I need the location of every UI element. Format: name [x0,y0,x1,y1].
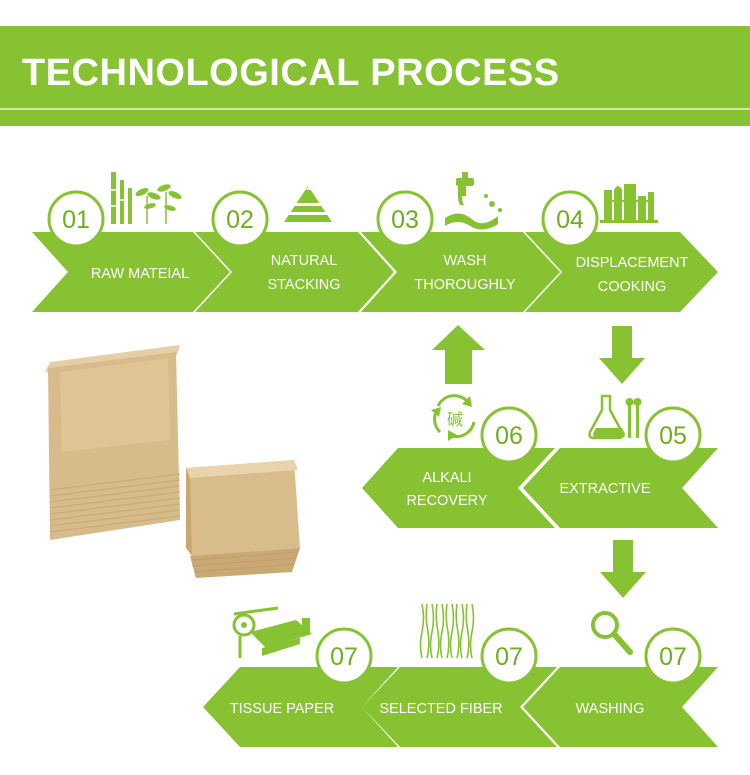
step-03-label-line2: THOROUGHLY [414,277,516,293]
step-01-number: 01 [62,206,90,234]
fiber-icon [419,603,475,659]
step-01-chevron [32,232,230,312]
step-07-tissue-number: 07 [330,643,358,671]
step-06-number-badge: 06 [480,406,538,464]
step-04-label-line1: DISPLACEMENT [576,255,689,271]
step-04-label-line2: COOKING [598,279,666,295]
step-07-washing-label: WASHING [576,701,645,717]
header-divider [0,108,750,110]
factory-icon [600,184,658,223]
stacking-icon [283,186,333,222]
step-02-label-line1: NATURAL [271,253,338,269]
step-07-fiber-chevron [362,667,557,747]
step-06-label-line2: RECOVERY [406,493,487,509]
step-04-number: 04 [556,206,584,234]
bamboo-icon [110,172,182,224]
alkali-char: 碱 [447,410,463,429]
step-02-label-line2: STACKING [267,277,340,293]
step-07-washing-chevron [523,667,718,747]
step-04-number-badge: 04 [541,190,599,248]
lab-flask-icon [588,394,642,440]
step-02-chevron [195,232,394,312]
step-01-label: RAW MATEIAL [91,266,189,282]
step-07-washing-number-badge: 07 [644,627,702,685]
step-05-chevron [523,448,718,528]
step-06-chevron [362,448,555,528]
step-02-number-badge: 02 [211,190,269,248]
step-03-number-badge: 03 [376,190,434,248]
step-07-tissue-label: TISSUE PAPER [230,701,334,717]
recycle-alkali-icon: 碱 [431,394,476,441]
product-image [45,345,300,578]
step-05-number-badge: 05 [644,406,702,464]
step-07-fiber-number-badge: 07 [480,627,538,685]
step-04-chevron [525,232,718,312]
step-03-chevron [361,232,560,312]
step-01-number-badge: 01 [47,190,105,248]
arrow-down-icon [599,326,645,384]
step-07-tissue-number-badge: 07 [315,627,373,685]
step-07-tissue-chevron [203,667,398,747]
page-title: TECHNOLOGICAL PROCESS [22,52,560,94]
step-06-number: 06 [495,422,523,450]
water-tap-icon [445,172,502,230]
step-03-number: 03 [391,206,419,234]
step-02-number: 02 [226,206,254,234]
step-05-number: 05 [659,422,687,450]
arrow-up-icon [432,325,485,384]
step-07-washing-number: 07 [659,643,687,671]
magnifier-icon [591,611,633,655]
step-05-label: EXTRACTIVE [559,481,650,497]
step-07-fiber-label: SELECTED FIBER [379,701,502,717]
arrow-down-icon [600,540,646,598]
step-03-label-line1: WASH [444,253,487,269]
step-06-label-line1: ALKALI [422,470,471,486]
step-07-fiber-number: 07 [495,643,523,671]
paper-machine-icon [232,606,312,658]
